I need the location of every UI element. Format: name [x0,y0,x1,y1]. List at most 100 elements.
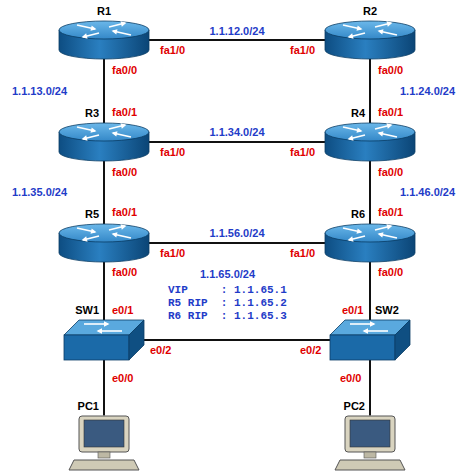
router-top [59,21,149,39]
router-arrows [77,123,131,140]
arrow-head [82,236,88,241]
arrow-head [386,123,392,128]
pc-node: PC2 [335,416,405,471]
interface-label: fa1/0 [290,44,315,57]
router-top [325,21,415,39]
pc-node: PC1 [69,416,139,471]
router-top [325,123,415,141]
switch-front [64,335,129,360]
switch-node: SW1 [64,320,144,360]
router-arrows [343,224,397,241]
router-arrows [343,123,397,140]
monitor-stand [364,452,376,458]
subnet-label: 1.1.56.0/24 [209,227,264,240]
device-name: R6 [351,208,365,221]
pc-icon [335,416,405,471]
arrow-head [112,232,118,237]
interface-label: fa0/0 [112,166,137,179]
arrow-head [348,135,354,140]
network-link [369,262,371,320]
arrow-head [97,328,103,334]
arrow-head [90,228,96,233]
switch-icon [64,320,144,360]
router-icon [59,224,149,262]
network-link [149,242,325,244]
subnet-label: 1.1.46.0/24 [400,186,455,199]
arrow-head [120,123,126,128]
address-label: VIP : 1.1.65.1 [168,284,287,297]
arrow-head [356,127,362,132]
router-arrows [343,21,397,38]
network-link [149,141,325,143]
network-link [144,339,330,341]
interface-label: e0/1 [112,304,133,317]
switch-icon [330,320,410,360]
address-label: R5 RIP : 1.1.65.2 [168,297,287,310]
arrow-head [104,321,110,327]
router-icon [59,21,149,59]
arrow-head [378,29,384,34]
interface-label: fa0/0 [112,64,137,77]
subnet-label: 1.1.24.0/24 [400,85,455,98]
address-label: R6 RIP : 1.1.65.3 [168,310,287,323]
network-link [103,161,105,224]
interface-label: e0/1 [342,304,363,317]
switch-side [129,320,144,360]
network-link [369,360,371,416]
arrow-head [386,224,392,229]
switch-arrows [350,321,388,334]
device-name: PC1 [78,400,99,413]
interface-label: fa0/1 [378,206,403,219]
switch-node: SW2 [330,320,410,360]
switch-arrows [84,321,122,334]
keyboard [69,460,139,470]
router-node: R4 [325,123,415,161]
interface-label: fa0/0 [378,166,403,179]
monitor-screen [350,420,390,447]
router-node: R5 [59,224,149,262]
arrow-head [90,25,96,30]
arrow-head [378,131,384,136]
arrow-head [112,29,118,34]
router-arrows [77,224,131,241]
arrow-head [348,236,354,241]
router-node: R1 [59,21,149,59]
monitor-stand [98,452,110,458]
interface-label: fa1/0 [290,247,315,260]
interface-label: fa1/0 [290,146,315,159]
arrow-head [120,224,126,229]
keyboard [335,460,405,470]
interface-label: fa0/1 [378,106,403,119]
device-name: R4 [351,107,365,120]
pc-icon [69,416,139,471]
arrow-head [378,232,384,237]
device-name: R3 [85,107,99,120]
router-icon [325,224,415,262]
device-name: SW1 [75,304,99,317]
router-top [59,123,149,141]
interface-label: fa1/0 [160,146,185,159]
arrow-head [356,228,362,233]
interface-label: fa0/0 [378,266,403,279]
device-name: R1 [97,5,111,18]
arrow-head [363,328,369,334]
arrow-head [356,25,362,30]
interface-label: fa0/0 [112,266,137,279]
router-node: R2 [325,21,415,59]
monitor-case [345,416,395,452]
arrow-head [90,127,96,132]
router-icon [325,21,415,59]
switch-front [330,335,395,360]
interface-label: fa0/1 [112,206,137,219]
subnet-label: 1.1.13.0/24 [12,85,67,98]
device-name: PC2 [344,400,365,413]
network-link [103,59,105,123]
arrow-head [82,33,88,38]
interface-label: fa0/1 [112,106,137,119]
interface-label: fa1/0 [160,44,185,57]
subnet-label: 1.1.12.0/24 [209,25,264,38]
router-node: R3 [59,123,149,161]
subnet-label: 1.1.35.0/24 [12,186,67,199]
monitor-screen [84,420,124,447]
